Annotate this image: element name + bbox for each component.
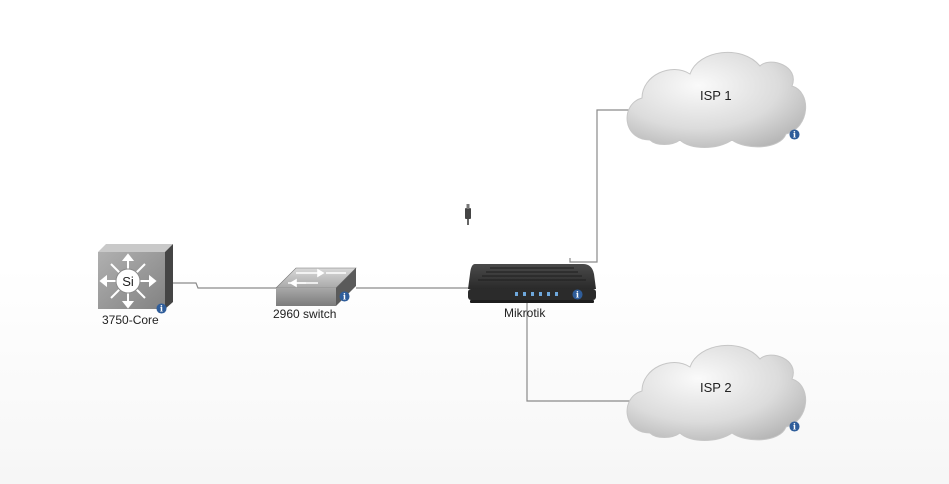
node-label-switch: 2960 switch xyxy=(273,307,337,321)
layer3-switch-icon[interactable]: Si xyxy=(98,244,173,309)
node-label-router: Mikrotik xyxy=(504,306,546,320)
node-label-isp1: ISP 1 xyxy=(700,88,732,103)
info-icon[interactable] xyxy=(339,291,350,302)
info-icon[interactable] xyxy=(789,421,800,432)
cloud-icon[interactable] xyxy=(626,51,806,148)
link-router-isp1[interactable] xyxy=(569,109,630,263)
layer3-badge: Si xyxy=(122,274,134,289)
link-router-isp2[interactable] xyxy=(526,296,632,402)
node-label-isp2: ISP 2 xyxy=(700,380,732,395)
info-icon[interactable] xyxy=(789,129,800,140)
cloud-icon[interactable] xyxy=(626,344,806,441)
router-icon[interactable] xyxy=(468,264,596,303)
node-label-core: 3750-Core xyxy=(102,313,159,327)
connector-icon xyxy=(465,204,471,225)
links xyxy=(146,109,632,402)
info-icon[interactable] xyxy=(572,289,583,300)
